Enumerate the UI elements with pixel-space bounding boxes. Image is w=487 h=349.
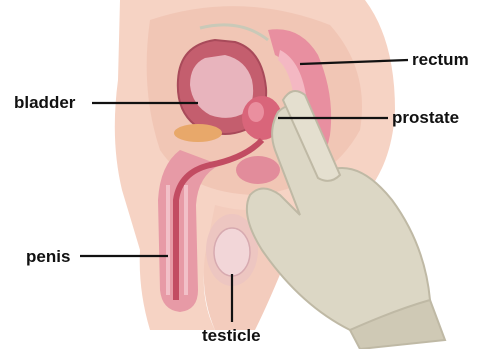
bulb (236, 156, 280, 184)
prostate-label: prostate (392, 108, 459, 127)
penis-label: penis (26, 247, 70, 266)
testicle-label: testicle (202, 326, 261, 345)
bladder-label: bladder (14, 93, 76, 112)
seminal-vesicle (174, 124, 222, 142)
prostate-highlight (248, 102, 264, 122)
rectum-label: rectum (412, 50, 469, 69)
testicle (214, 228, 250, 276)
